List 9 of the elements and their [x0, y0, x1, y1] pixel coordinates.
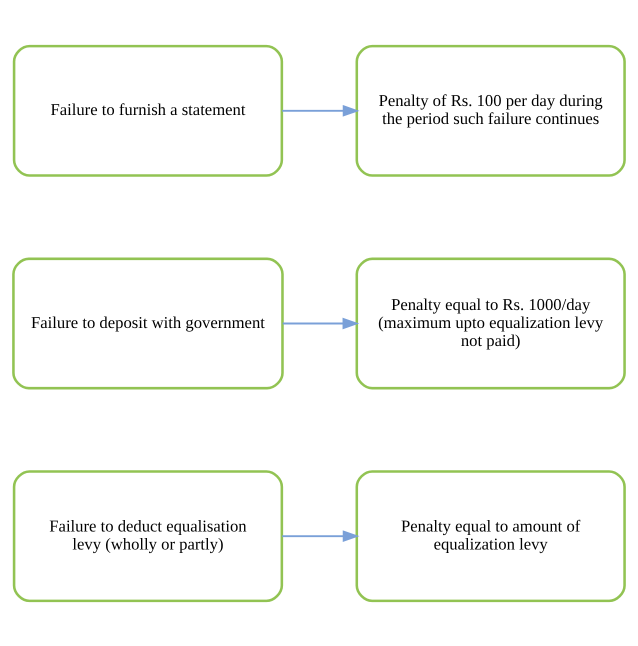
node-box: Failure to deduct equalisation levy (wholly or partly) — [12, 470, 284, 602]
node-box: Failure to furnish a statement — [12, 44, 284, 176]
node-box: Failure to deposit with government — [12, 257, 284, 389]
arrow — [282, 530, 360, 542]
node-box: Penalty equal to Rs. 1000/day (maximum upto equalization levy not paid) — [356, 257, 626, 389]
node-box: Penalty equal to amount of equalization levy — [356, 470, 626, 602]
arrow — [282, 317, 360, 329]
arrow — [282, 104, 360, 116]
node-box: Penalty of Rs. 100 per day during the period such failure continues — [356, 44, 626, 176]
